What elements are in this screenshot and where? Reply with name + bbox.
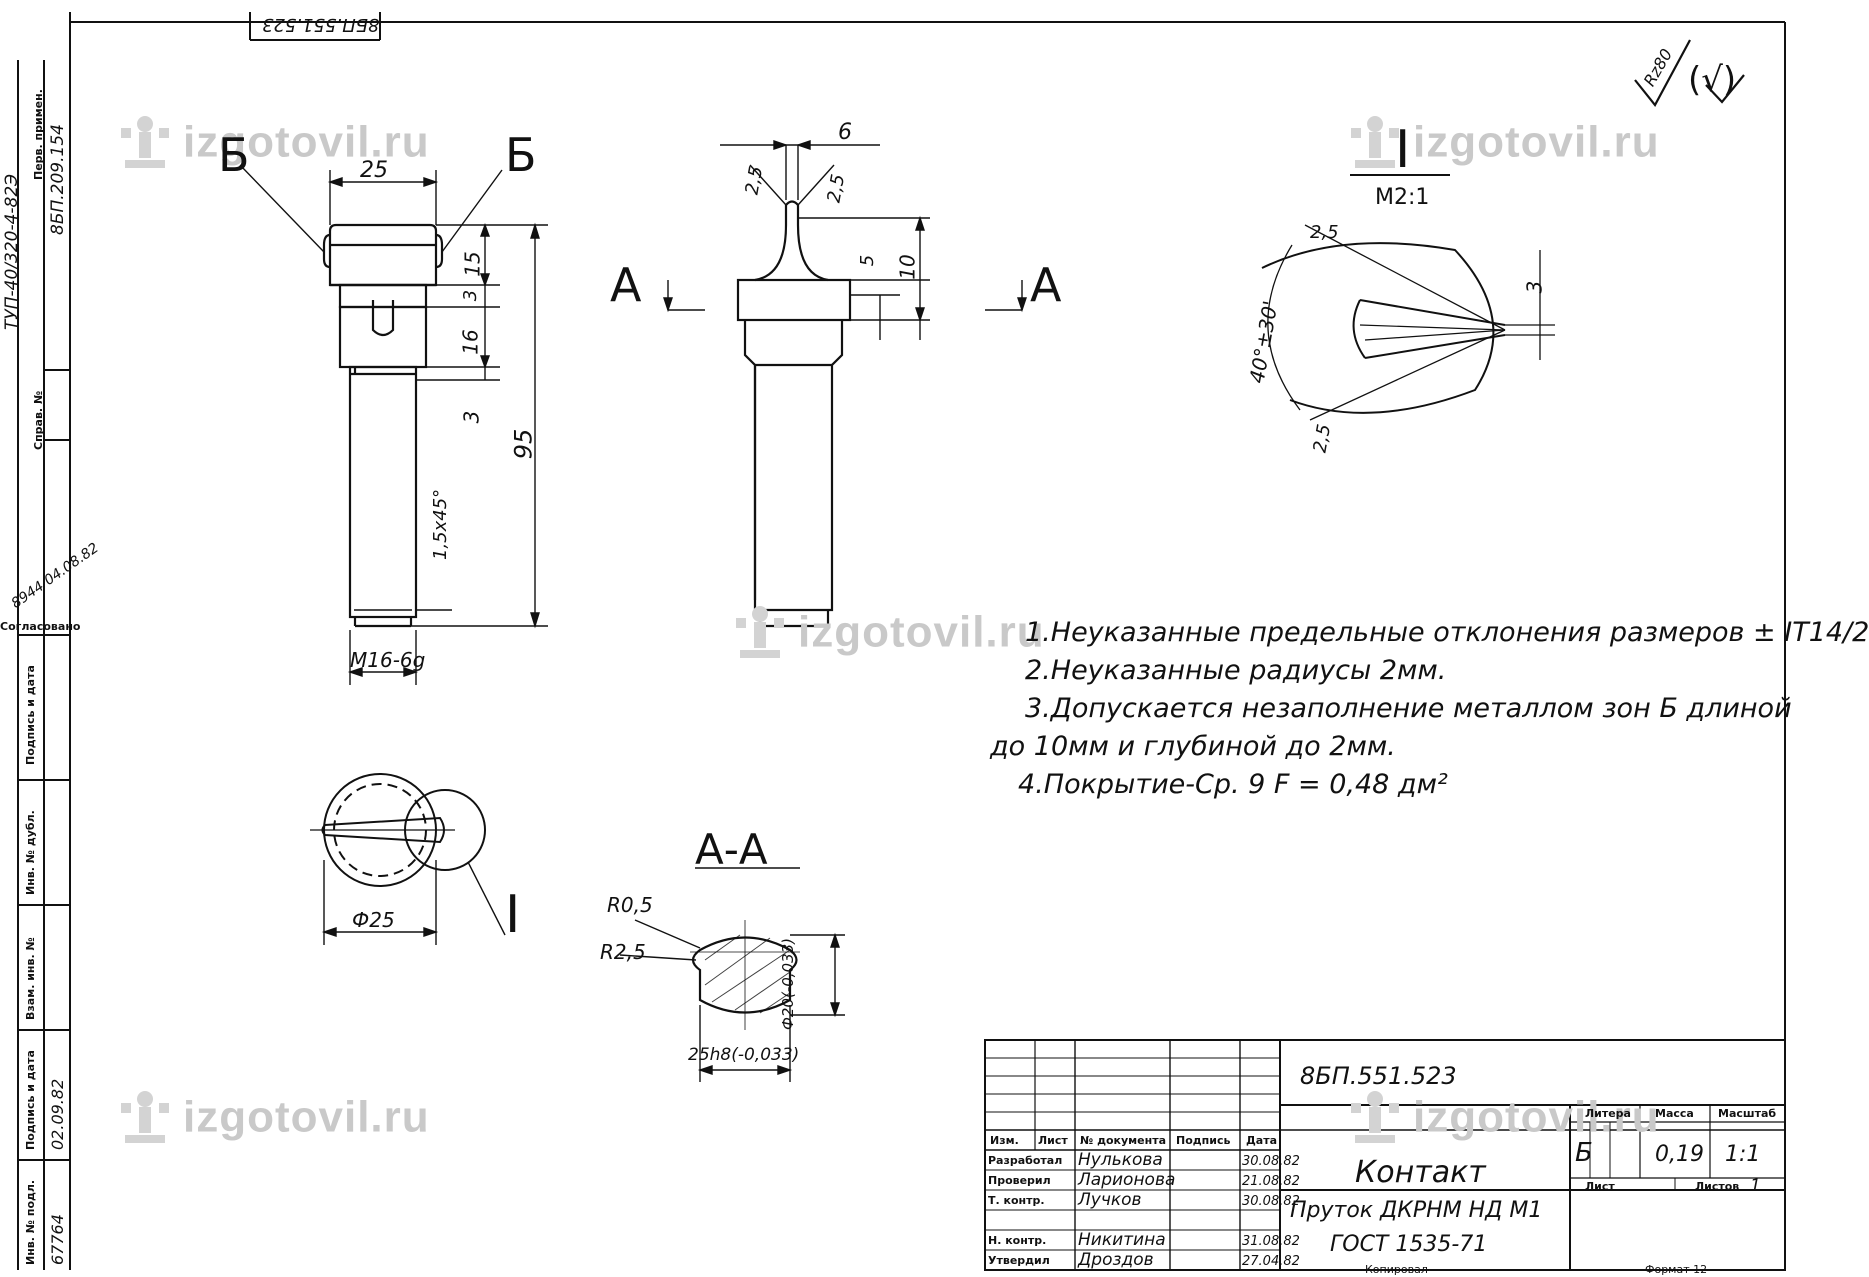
- watermark: izgotovil.ru: [115, 1085, 430, 1155]
- section-mark-a-right: А: [1030, 258, 1062, 312]
- title-doc-number: 8БП.551.523: [1300, 1062, 1457, 1090]
- title-material-1: Пруток ДКРНМ НД М1: [1290, 1198, 1543, 1223]
- inv-dup-label: Инв. № дубл.: [24, 810, 37, 895]
- row-date-1: 30.08.82: [1242, 1154, 1300, 1169]
- dim-5: 5: [857, 254, 879, 267]
- dim-25-top: 25: [360, 158, 388, 183]
- watermark-logo-icon: [115, 110, 175, 180]
- row-role-6: Утвердил: [988, 1254, 1050, 1267]
- detail-mark-ref: I: [505, 885, 521, 945]
- watermark-logo-icon: [1345, 1085, 1405, 1155]
- row-role-3: Т. контр.: [988, 1194, 1045, 1207]
- watermark-text: izgotovil.ru: [1413, 117, 1660, 167]
- row-role-2: Проверил: [988, 1174, 1051, 1187]
- hdr-doc: № документа: [1080, 1134, 1166, 1147]
- dim-25h8: 25h8(-0,033): [688, 1045, 800, 1065]
- section-mark-b-right: Б: [505, 128, 537, 182]
- drawing-lines: [17, 12, 1786, 1271]
- row-date-2: 21.08.82: [1242, 1174, 1300, 1189]
- watermark: izgotovil.ru: [1345, 110, 1660, 180]
- note-3-cont: до 10мм и глубиной до 2мм.: [990, 731, 1396, 762]
- roughness-suffix: (√): [1688, 60, 1737, 100]
- dim-10: 10: [895, 254, 920, 280]
- dim-chamfer: 1,5х45°: [430, 488, 451, 560]
- title-part-name: Контакт: [1355, 1155, 1486, 1190]
- dim-r2-5: R2,5: [600, 940, 646, 964]
- dim-95: 95: [509, 428, 538, 460]
- row-role-1: Разработал: [988, 1154, 1063, 1167]
- format-label: Формат 12: [1645, 1263, 1708, 1276]
- dim-3a: 3: [460, 289, 482, 302]
- row-name-6: Дроздов: [1078, 1250, 1154, 1270]
- row-name-1: Нулькова: [1078, 1150, 1163, 1170]
- section-mark-b-left: Б: [218, 128, 250, 182]
- sign-date-label-2: Подпись и дата: [24, 1050, 37, 1150]
- dim-3b: 3: [459, 410, 484, 424]
- hdr-sign: Подпись: [1176, 1134, 1231, 1147]
- watermark-text: izgotovil.ru: [183, 117, 430, 167]
- copied-label: Копировал: [1365, 1263, 1428, 1276]
- row-date-6: 27.04.82: [1242, 1254, 1300, 1269]
- hdr-izm: Изм.: [990, 1134, 1019, 1147]
- detail-dim-3: 3: [1522, 280, 1547, 294]
- row-date-3: 30.08.82: [1242, 1194, 1300, 1209]
- sign-date-value-2: 02.09.82: [48, 1078, 67, 1150]
- hdr-list: Лист: [1038, 1134, 1068, 1147]
- title-mass: 0,19: [1655, 1142, 1704, 1167]
- row-date-5: 31.08.82: [1242, 1234, 1300, 1249]
- section-title: А-А: [695, 825, 768, 874]
- watermark: izgotovil.ru: [1345, 1085, 1660, 1155]
- first-use-value: 8БП.209.154: [48, 124, 68, 235]
- note-4: 4.Покрытие-Ср. 9 F = 0,48 дм²: [1018, 769, 1448, 800]
- detail-mark-title: I: [1395, 120, 1411, 180]
- note-1: 1.Неуказанные предельные отклонения разм…: [1025, 617, 1869, 648]
- dim-r0-5: R0,5: [607, 893, 653, 917]
- note-2: 2.Неуказанные радиусы 2мм.: [1025, 655, 1447, 686]
- title-material-2: ГОСТ 1535-71: [1330, 1232, 1488, 1257]
- sheet-label: Лист: [1585, 1180, 1615, 1193]
- reference-label: Справ. №: [32, 390, 45, 450]
- hdr-scale: Масштаб: [1718, 1107, 1777, 1120]
- title-scale: 1:1: [1725, 1142, 1761, 1167]
- watermark: izgotovil.ru: [730, 600, 1045, 670]
- watermark-logo-icon: [115, 1085, 175, 1155]
- sign-date-label: Подпись и дата: [24, 665, 37, 765]
- hdr-date: Дата: [1246, 1134, 1278, 1147]
- inv-replace-label: Взам. инв. №: [24, 937, 37, 1020]
- dim-16: 16: [458, 329, 483, 355]
- watermark: izgotovil.ru: [115, 110, 430, 180]
- drawing-sheet: izgotovil.ru izgotovil.ru izgotovil.ru i…: [0, 12, 1869, 1276]
- watermark-logo-icon: [730, 600, 790, 670]
- top-drawing-number: 8БП.551.523: [262, 14, 380, 35]
- dim-phi20: Ф20(-0,033): [779, 937, 798, 1031]
- watermark-text: izgotovil.ru: [183, 1092, 430, 1142]
- dim-phi25: Ф25: [352, 908, 395, 932]
- dim-15: 15: [460, 251, 485, 277]
- dim-thread: М16-6g: [350, 648, 426, 672]
- sheets-label: Листов: [1695, 1180, 1740, 1193]
- inv-orig-label: Инв. № подл.: [24, 1179, 37, 1265]
- section-mark-a-left: А: [610, 258, 642, 312]
- detail-dim-2-5-top: 2,5: [1310, 222, 1339, 243]
- detail-scale: М2:1: [1375, 185, 1430, 210]
- side-drawing-number: ТУП-40/320-4-82Э: [2, 173, 22, 330]
- row-role-5: Н. контр.: [988, 1234, 1047, 1247]
- hdr-litera: Литера: [1585, 1107, 1631, 1120]
- row-name-2: Ларионова: [1078, 1170, 1176, 1190]
- agreed-label: Согласовано: [0, 620, 81, 633]
- hdr-mass: Масса: [1655, 1107, 1694, 1120]
- sheets-value: 1: [1750, 1176, 1761, 1196]
- title-litera: Б: [1575, 1138, 1593, 1168]
- watermark-text: izgotovil.ru: [1413, 1092, 1660, 1142]
- watermark-text: izgotovil.ru: [798, 607, 1045, 657]
- dim-6: 6: [838, 120, 852, 145]
- watermark-logo-icon: [1345, 110, 1405, 180]
- row-name-3: Лучков: [1078, 1190, 1142, 1210]
- row-name-5: Никитина: [1078, 1230, 1166, 1250]
- first-use-label: Перв. примен.: [32, 89, 45, 180]
- inv-orig-value: 67764: [48, 1214, 67, 1265]
- note-3: 3.Допускается незаполнение металлом зон …: [1025, 693, 1792, 724]
